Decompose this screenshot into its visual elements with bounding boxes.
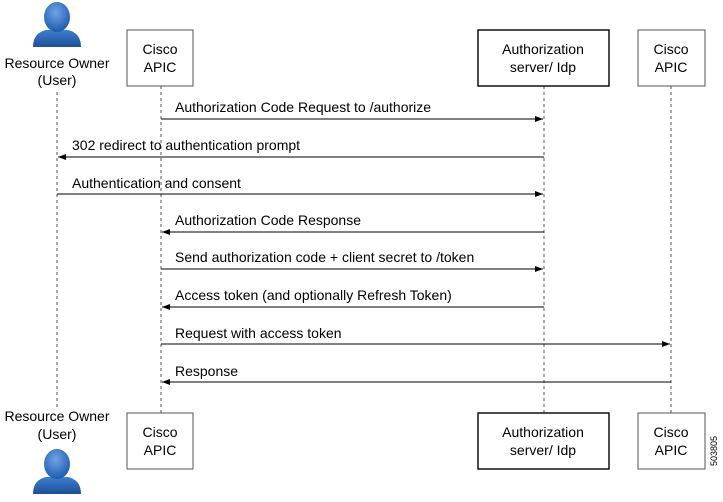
apic-resource-top-line2: APIC <box>655 59 688 75</box>
owner-label-top-line2: (User) <box>38 72 77 88</box>
auth-server-bottom-line1: Authorization <box>502 424 584 440</box>
participant-apic-client-bottom: Cisco APIC <box>126 412 194 470</box>
message-1-label: Authorization Code Request to /authorize <box>175 99 431 115</box>
owner-label-bottom-line2: (User) <box>38 426 77 442</box>
message-4-label: Authorization Code Response <box>175 212 361 228</box>
message-2: 302 redirect to authentication prompt <box>58 137 544 160</box>
auth-server-bottom-line2: server/ Idp <box>510 442 576 458</box>
apic-resource-top-line1: Cisco <box>653 41 688 57</box>
participant-apic-resource-bottom: Cisco APIC <box>637 412 706 470</box>
message-1: Authorization Code Request to /authorize <box>161 99 543 122</box>
participant-auth-server-top: Authorization server/ Idp <box>477 29 610 87</box>
user-icon <box>33 449 81 494</box>
message-6: Access token (and optionally Refresh Tok… <box>162 287 544 310</box>
auth-server-top-line1: Authorization <box>502 41 584 57</box>
message-6-label: Access token (and optionally Refresh Tok… <box>175 287 452 303</box>
apic-resource-bottom-line2: APIC <box>655 442 688 458</box>
owner-label-top-line1: Resource Owner <box>4 55 109 71</box>
participant-apic-resource-top: Cisco APIC <box>637 29 706 87</box>
apic-client-bottom-line1: Cisco <box>142 424 177 440</box>
apic-client-top-line2: APIC <box>144 59 177 75</box>
message-8: Response <box>162 363 671 385</box>
message-3-label: Authentication and consent <box>72 175 241 191</box>
message-5-label: Send authorization code + client secret … <box>175 249 474 265</box>
apic-resource-bottom-line1: Cisco <box>653 424 688 440</box>
figure-id: 503805 <box>709 436 719 466</box>
message-7-label: Request with access token <box>175 325 342 341</box>
message-2-label: 302 redirect to authentication prompt <box>72 137 300 153</box>
owner-label-bottom-line1: Resource Owner <box>4 408 109 424</box>
message-8-label: Response <box>175 363 238 379</box>
participant-auth-server-bottom: Authorization server/ Idp <box>477 412 610 470</box>
user-icon <box>33 2 81 47</box>
message-3: Authentication and consent <box>57 175 543 197</box>
apic-client-bottom-line2: APIC <box>144 442 177 458</box>
apic-client-top-line1: Cisco <box>142 41 177 57</box>
participant-apic-client-top: Cisco APIC <box>126 29 194 87</box>
message-5: Send authorization code + client secret … <box>161 249 543 272</box>
message-4: Authorization Code Response <box>162 212 544 235</box>
auth-server-top-line2: server/ Idp <box>510 59 576 75</box>
message-7: Request with access token <box>161 325 670 347</box>
